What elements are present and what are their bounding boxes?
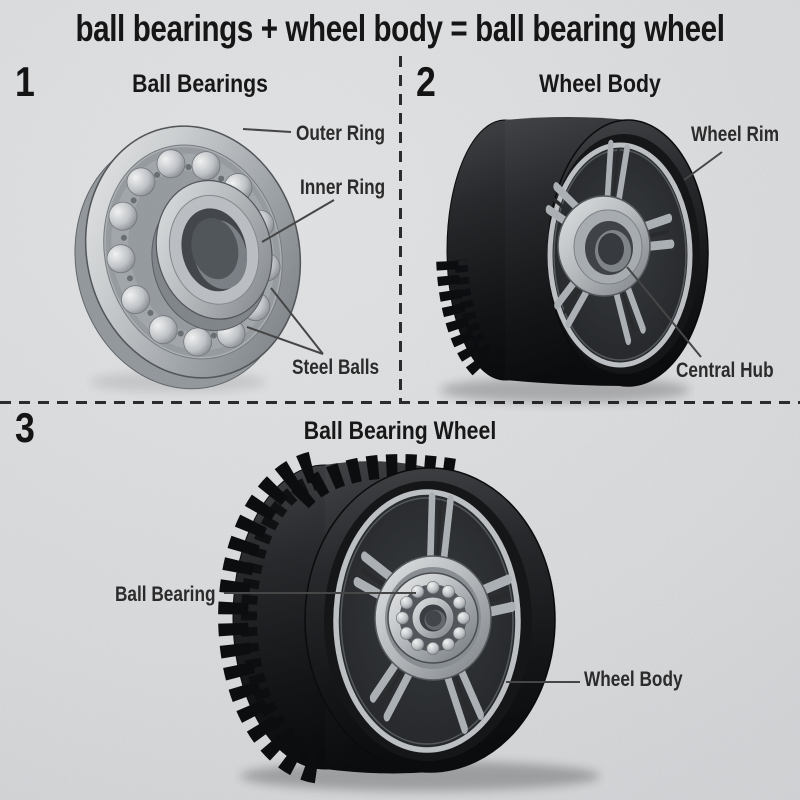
panel-2-number: 2 <box>416 58 436 105</box>
panel-2-heading: Wheel Body <box>539 70 661 98</box>
steel-balls-label: Steel Balls <box>292 356 380 379</box>
panel-3-number: 3 <box>15 404 35 451</box>
panel-1-heading: Ball Bearings <box>132 70 268 98</box>
inner-ring-label: Inner Ring <box>300 176 386 199</box>
wheel-body-label: Wheel Body <box>584 668 683 691</box>
page-title: ball bearings + wheel body = ball bearin… <box>75 8 725 49</box>
wheel-rim-label: Wheel Rim <box>691 123 780 146</box>
central-hub-label: Central Hub <box>676 359 774 382</box>
outer-ring-label: Outer Ring <box>296 122 385 145</box>
panel-1-number: 1 <box>15 58 35 105</box>
panel-3-heading: Ball Bearing Wheel <box>303 417 497 445</box>
ball-bearing-label: Ball Bearing <box>115 583 216 606</box>
